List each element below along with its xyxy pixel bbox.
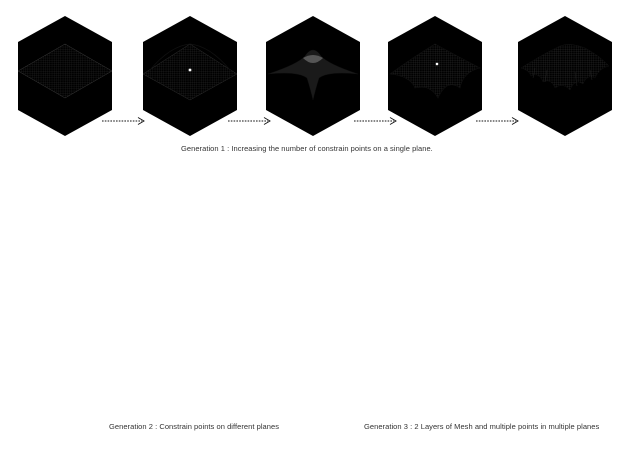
- mesh-surface: [389, 43, 481, 99]
- arrow-right-icon: [102, 117, 145, 125]
- generation-2-caption: Generation 2 : Constrain points on diffe…: [109, 422, 280, 431]
- arrow-right-icon: [354, 117, 397, 125]
- generation-1-caption: Generation 1 : Increasing the number of …: [181, 144, 433, 153]
- mesh-surface: [267, 49, 359, 101]
- mesh-surface: [142, 43, 238, 101]
- arrow-right-icon: [228, 117, 271, 125]
- mesh-surface: [17, 43, 113, 99]
- gen1-step5-multi-canopy: [518, 16, 612, 136]
- mesh-surface: [520, 44, 610, 91]
- generation-3-caption: Generation 3 : 2 Layers of Mesh and mult…: [364, 422, 600, 431]
- gen1-step2-single-point: [142, 16, 238, 136]
- generation-1-row: [17, 16, 612, 136]
- arrow-right-icon: [476, 117, 519, 125]
- gen1-step3-central-tent: [266, 16, 360, 136]
- gen1-step1-flat-mesh: [17, 16, 113, 136]
- gen1-step4-canopy: [388, 16, 482, 136]
